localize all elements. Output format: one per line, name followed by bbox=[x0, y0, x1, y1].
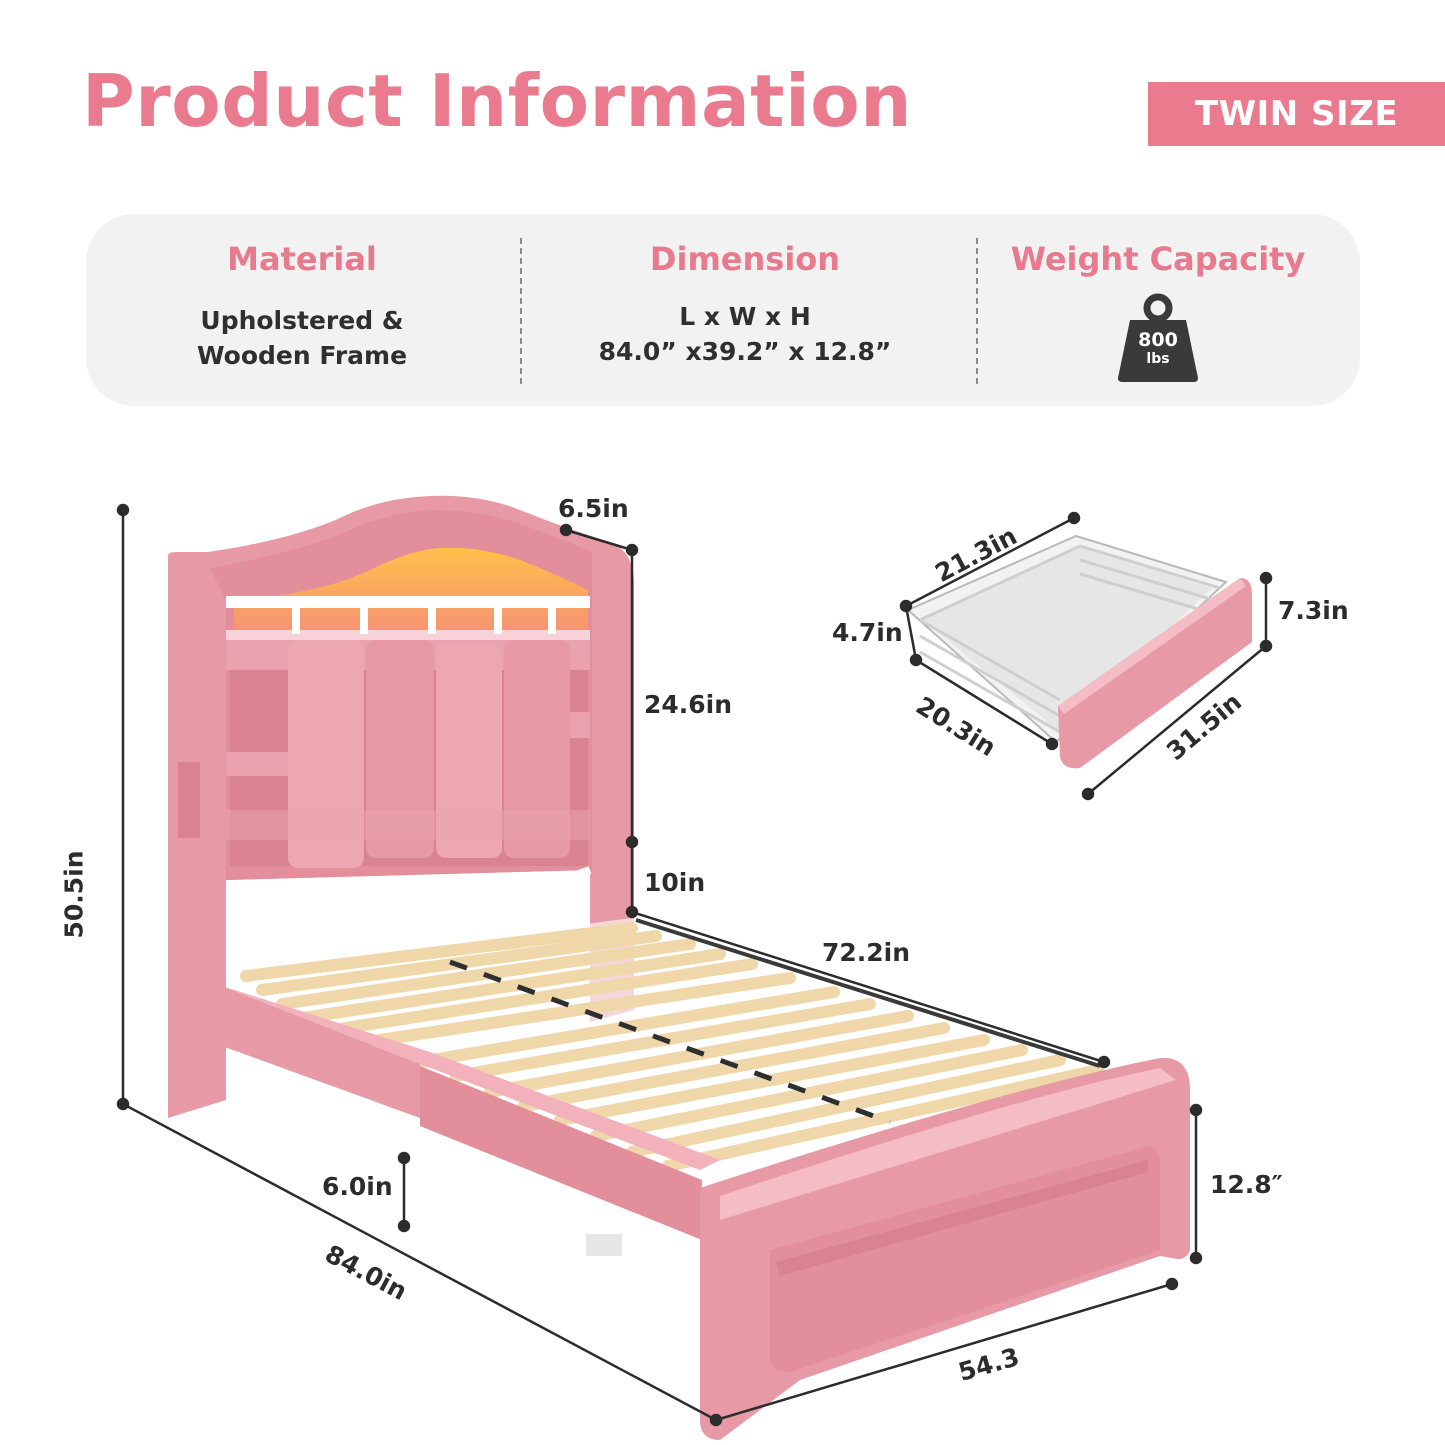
drawer-front-height-label: 7.3in bbox=[1278, 596, 1349, 625]
side-length-label: 72.2in bbox=[822, 938, 911, 967]
headboard bbox=[168, 495, 634, 1118]
dimension-heading: Dimension bbox=[649, 240, 841, 278]
weight-icon: 800 lbs bbox=[1116, 292, 1200, 382]
material-column: Material Upholstered & Wooden Frame bbox=[86, 214, 518, 406]
weight-value: 800 bbox=[1138, 329, 1178, 351]
footboard bbox=[700, 1057, 1190, 1440]
info-panel: Material Upholstered & Wooden Frame Dime… bbox=[86, 214, 1360, 406]
material-line-2: Wooden Frame bbox=[196, 340, 408, 370]
headboard-height-label: 24.6in bbox=[644, 690, 733, 719]
weight-column: Weight Capacity 800 lbs bbox=[978, 214, 1338, 406]
footboard-height-label: 12.8″ bbox=[1210, 1170, 1283, 1199]
dimension-lines bbox=[116, 503, 1273, 1427]
total-height-label: 50.5in bbox=[59, 850, 89, 939]
dimension-column: Dimension L x W x H 84.0” x39.2” x 12.8” bbox=[522, 214, 968, 406]
weight-heading: Weight Capacity bbox=[1010, 240, 1306, 278]
material-line-1: Upholstered & bbox=[200, 306, 404, 335]
dimension-line-1: L x W x H bbox=[679, 302, 811, 331]
drawer-illustration bbox=[906, 534, 1252, 769]
material-heading: Material bbox=[227, 240, 377, 278]
page-title: Product Information bbox=[82, 59, 912, 143]
headboard-clearance-label: 10in bbox=[644, 868, 706, 897]
drawer-inner-height-label: 4.7in bbox=[832, 618, 903, 647]
dimension-line-2: 84.0” x39.2” x 12.8” bbox=[598, 336, 892, 366]
under-clearance-label: 6.0in bbox=[322, 1172, 393, 1201]
shelf-depth-label: 6.5in bbox=[558, 494, 629, 523]
size-badge: TWIN SIZE bbox=[1148, 82, 1445, 146]
slat-frame bbox=[230, 918, 1104, 1186]
weight-unit: lbs bbox=[1146, 351, 1170, 367]
info-divider-1 bbox=[520, 238, 522, 384]
side-rail bbox=[222, 986, 720, 1256]
info-divider-2 bbox=[976, 238, 978, 384]
